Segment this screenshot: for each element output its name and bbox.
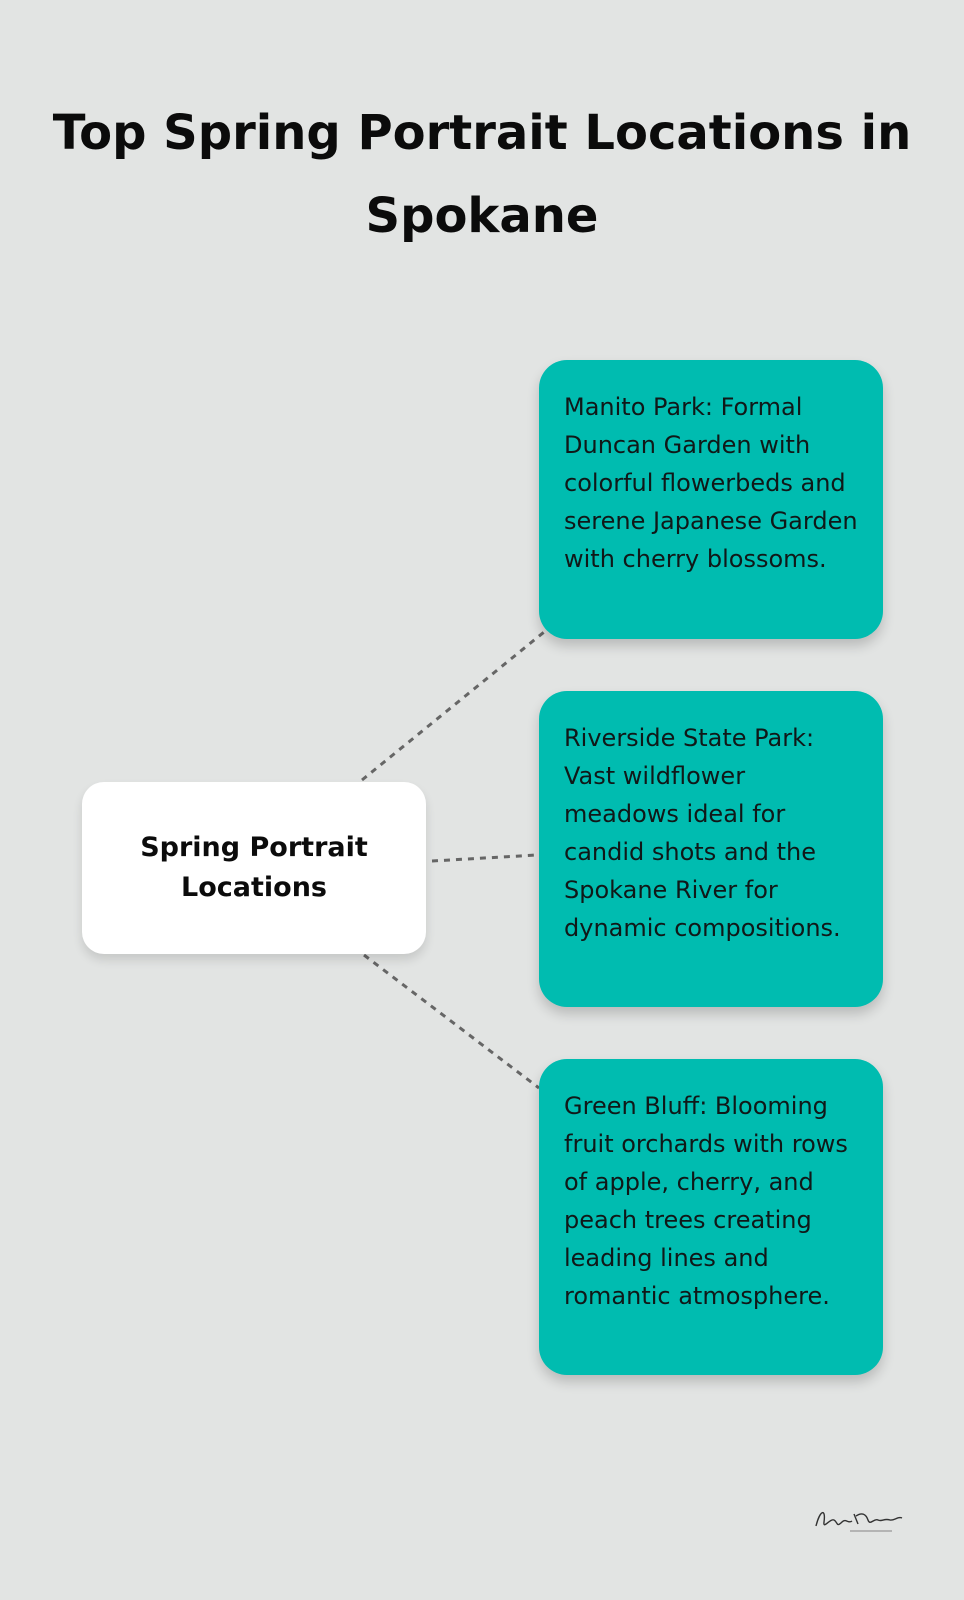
connector-line-riverside [431,853,538,863]
center-node: Spring Portrait Locations [82,782,426,954]
signature-logo [815,1512,903,1532]
center-node-label: Spring Portrait Locations [140,831,368,904]
page-title: Top Spring Portrait Locations in Spokane [52,105,912,244]
connector-line-manito [361,626,550,782]
location-card-text: Manito Park: Formal Duncan Garden with c… [564,393,858,573]
location-card-text: Green Bluff: Blooming fruit orchards wit… [564,1092,848,1310]
location-card-green-bluff: Green Bluff: Blooming fruit orchards wit… [539,1059,883,1375]
connector-line-green-bluff [363,953,540,1090]
location-card-text: Riverside State Park: Vast wildflower me… [564,724,841,942]
location-card-riverside-state-park: Riverside State Park: Vast wildflower me… [539,691,883,1007]
location-card-manito-park: Manito Park: Formal Duncan Garden with c… [539,360,883,639]
